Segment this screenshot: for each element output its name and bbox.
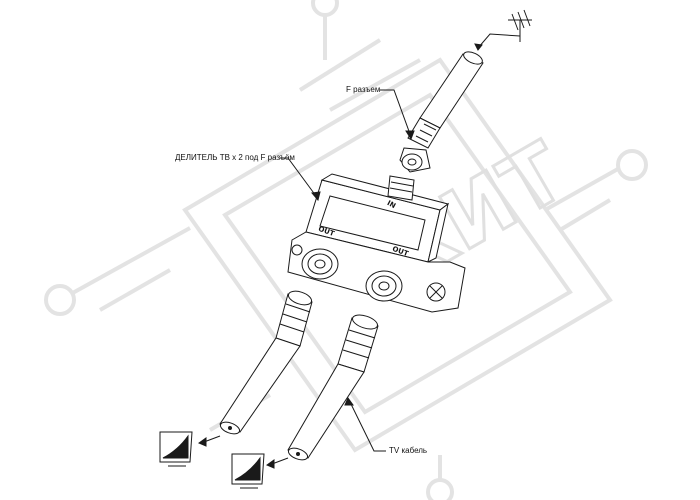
wall-screw-icon (426, 282, 446, 302)
in-port-label: IN (386, 199, 397, 210)
antenna-cable (407, 51, 484, 149)
tv-cable-label: TV кабель (389, 446, 428, 455)
f-connector-top (399, 147, 431, 173)
in-port (387, 175, 415, 201)
tv-icon (231, 453, 265, 489)
out-port-right (365, 270, 403, 302)
antenna-arrow (474, 43, 483, 51)
output-cable-left (219, 290, 313, 435)
splitter-leader (280, 157, 317, 197)
tv-icon (159, 431, 193, 467)
splitter-arrow (311, 191, 321, 202)
splitter-label: ДЕЛИТЕЛЬ ТВ x 2 под F разъём (175, 153, 295, 162)
tv-cable-leader (349, 401, 386, 452)
f-connector-leader (380, 89, 411, 135)
out-port-left (301, 248, 339, 280)
f-connector-label: F разъем (346, 85, 381, 94)
antenna-icon (508, 9, 532, 42)
tv-arrow-right (271, 457, 289, 465)
output-cable-right (287, 314, 379, 461)
tv-cable-arrow (344, 396, 354, 406)
tv-arrow-left (203, 435, 221, 443)
f-connector-arrow (405, 130, 415, 141)
mount-hole-left (291, 244, 303, 256)
antenna-leader (477, 33, 521, 49)
